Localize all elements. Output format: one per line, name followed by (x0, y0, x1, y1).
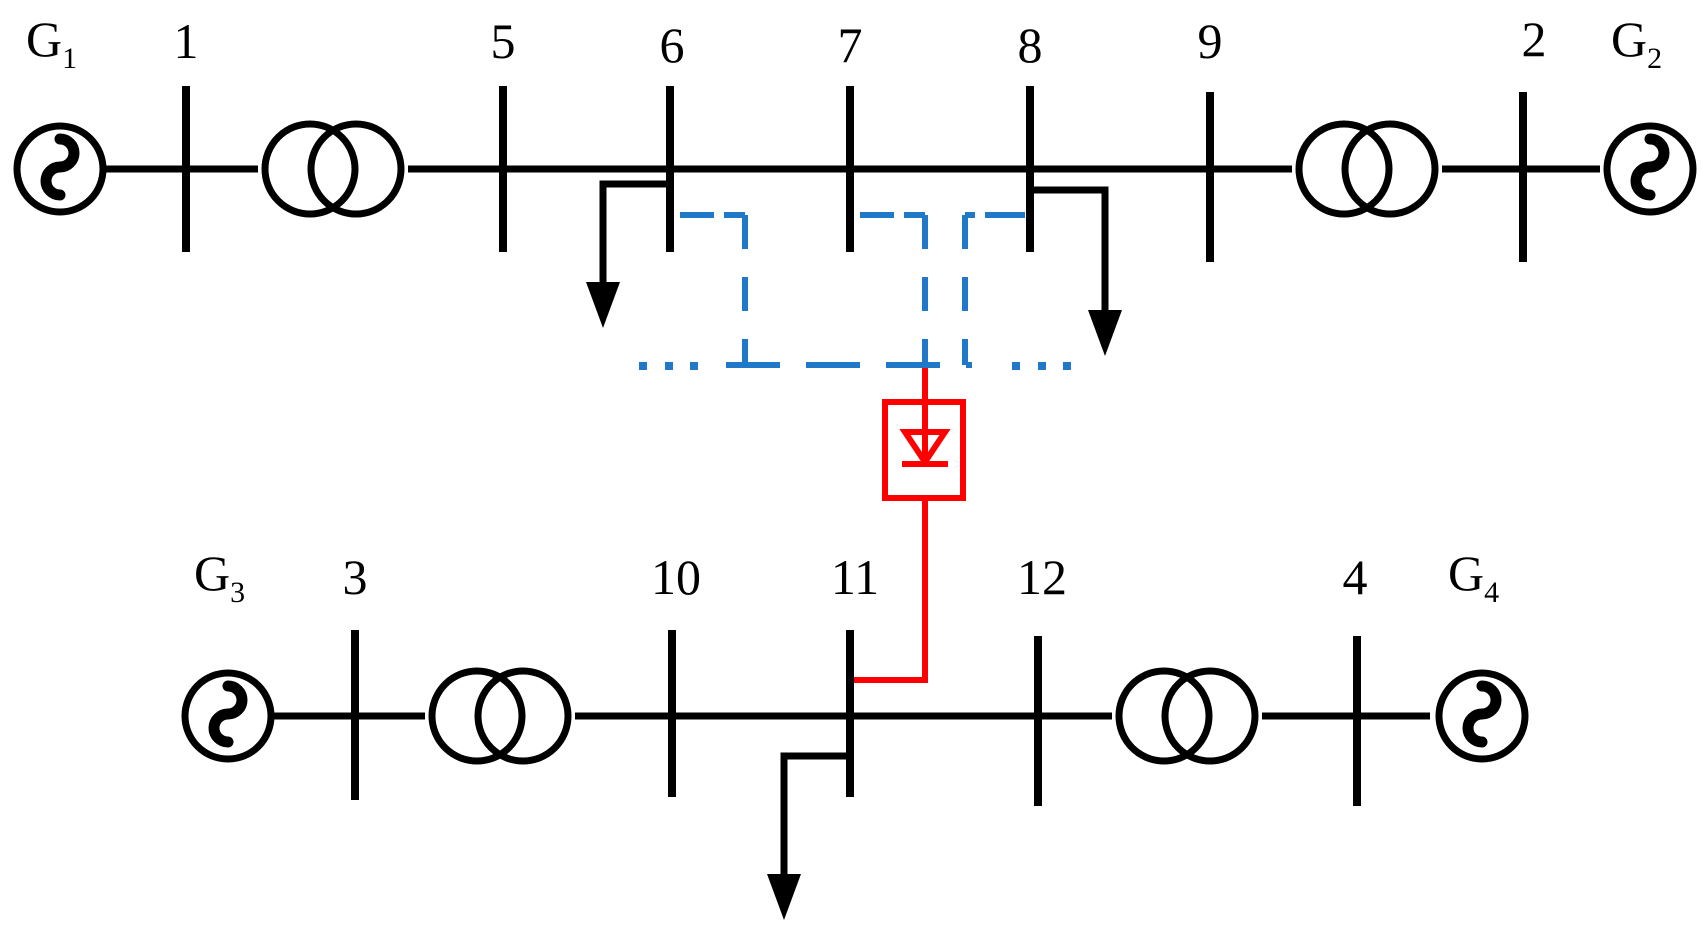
generator-icon (185, 673, 271, 759)
generator-icon (1607, 126, 1693, 212)
bus-label-8: 8 (1018, 17, 1043, 73)
generator-icon (17, 126, 103, 212)
converter-diode-icon (899, 402, 951, 468)
bus-label-6: 6 (660, 17, 685, 73)
bus-label-7: 7 (838, 17, 863, 73)
generator-label-g4: G4 (1448, 545, 1499, 609)
continuation-dots (1012, 362, 1071, 370)
hvdc-link (853, 368, 966, 683)
bus-label-12: 12 (1017, 549, 1067, 605)
bottom-area: G3 G4 3 10 11 12 4 (185, 545, 1525, 920)
generator-icon (1439, 673, 1525, 759)
bus-label-1: 1 (174, 13, 199, 69)
load-arrow-icon (1030, 186, 1122, 356)
bus-label-4: 4 (1343, 549, 1368, 605)
top-area: G1 G2 1 5 6 7 8 9 2 (17, 11, 1693, 356)
bus-label-10: 10 (651, 549, 701, 605)
bus-label-2: 2 (1522, 11, 1547, 67)
ac-connection-links (639, 212, 1071, 370)
generator-label-g3: G3 (194, 545, 245, 609)
continuation-dots (639, 362, 698, 370)
bus-label-5: 5 (491, 13, 516, 69)
bus-label-11: 11 (831, 549, 879, 605)
bus-label-3: 3 (343, 549, 368, 605)
bus-label-9: 9 (1198, 13, 1223, 69)
load-arrow-icon (586, 180, 670, 328)
generator-label-g2: G2 (1611, 11, 1662, 75)
generator-label-g1: G1 (26, 11, 77, 75)
load-arrow-icon (767, 752, 850, 920)
